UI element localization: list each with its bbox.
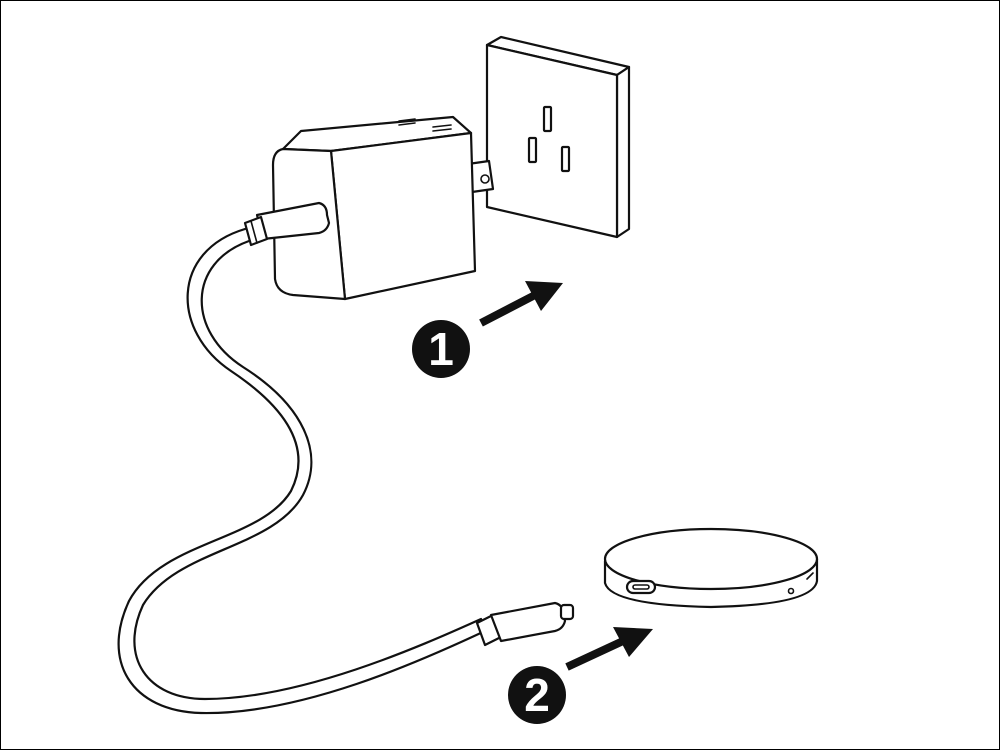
device-plug-body bbox=[489, 601, 567, 643]
step-1-number: 1 bbox=[428, 323, 454, 375]
wall-outlet-face bbox=[485, 43, 619, 239]
adapter-plug-body bbox=[255, 201, 331, 241]
step-1-badge: 1 bbox=[412, 320, 470, 378]
charger-led bbox=[787, 587, 795, 595]
charger-seam bbox=[806, 572, 814, 580]
charger-top bbox=[603, 527, 819, 591]
power-adapter-vent bbox=[398, 118, 416, 126]
arrow-1 bbox=[479, 281, 563, 327]
step-2-number: 2 bbox=[524, 669, 550, 721]
usb-c-plug-device bbox=[475, 601, 575, 647]
wireless-charger bbox=[603, 527, 819, 609]
charger-port-inner bbox=[632, 584, 650, 590]
power-adapter-side bbox=[329, 131, 477, 301]
outlet-slot-right bbox=[560, 145, 571, 173]
wall-outlet bbox=[485, 35, 631, 239]
cable-inner-edge bbox=[133, 239, 483, 701]
charger-prong-hole bbox=[480, 174, 490, 184]
charger-usb-c-port bbox=[625, 579, 657, 595]
adapter-plug-ring bbox=[250, 220, 258, 244]
arrow-2 bbox=[565, 627, 653, 671]
outlet-slot-left bbox=[527, 136, 538, 164]
power-adapter bbox=[271, 115, 477, 301]
usb-c-plug-adapter bbox=[243, 201, 331, 247]
device-plug-tip bbox=[559, 603, 575, 621]
outlet-slot-ground bbox=[542, 105, 553, 133]
adapter-plug-strain-relief bbox=[243, 215, 269, 247]
step-2-badge: 2 bbox=[508, 666, 566, 724]
wall-outlet-side bbox=[615, 65, 631, 239]
usb-cable bbox=[117, 227, 487, 715]
cable-outer-edge bbox=[117, 227, 487, 715]
power-adapter-vent-2 bbox=[432, 124, 452, 132]
